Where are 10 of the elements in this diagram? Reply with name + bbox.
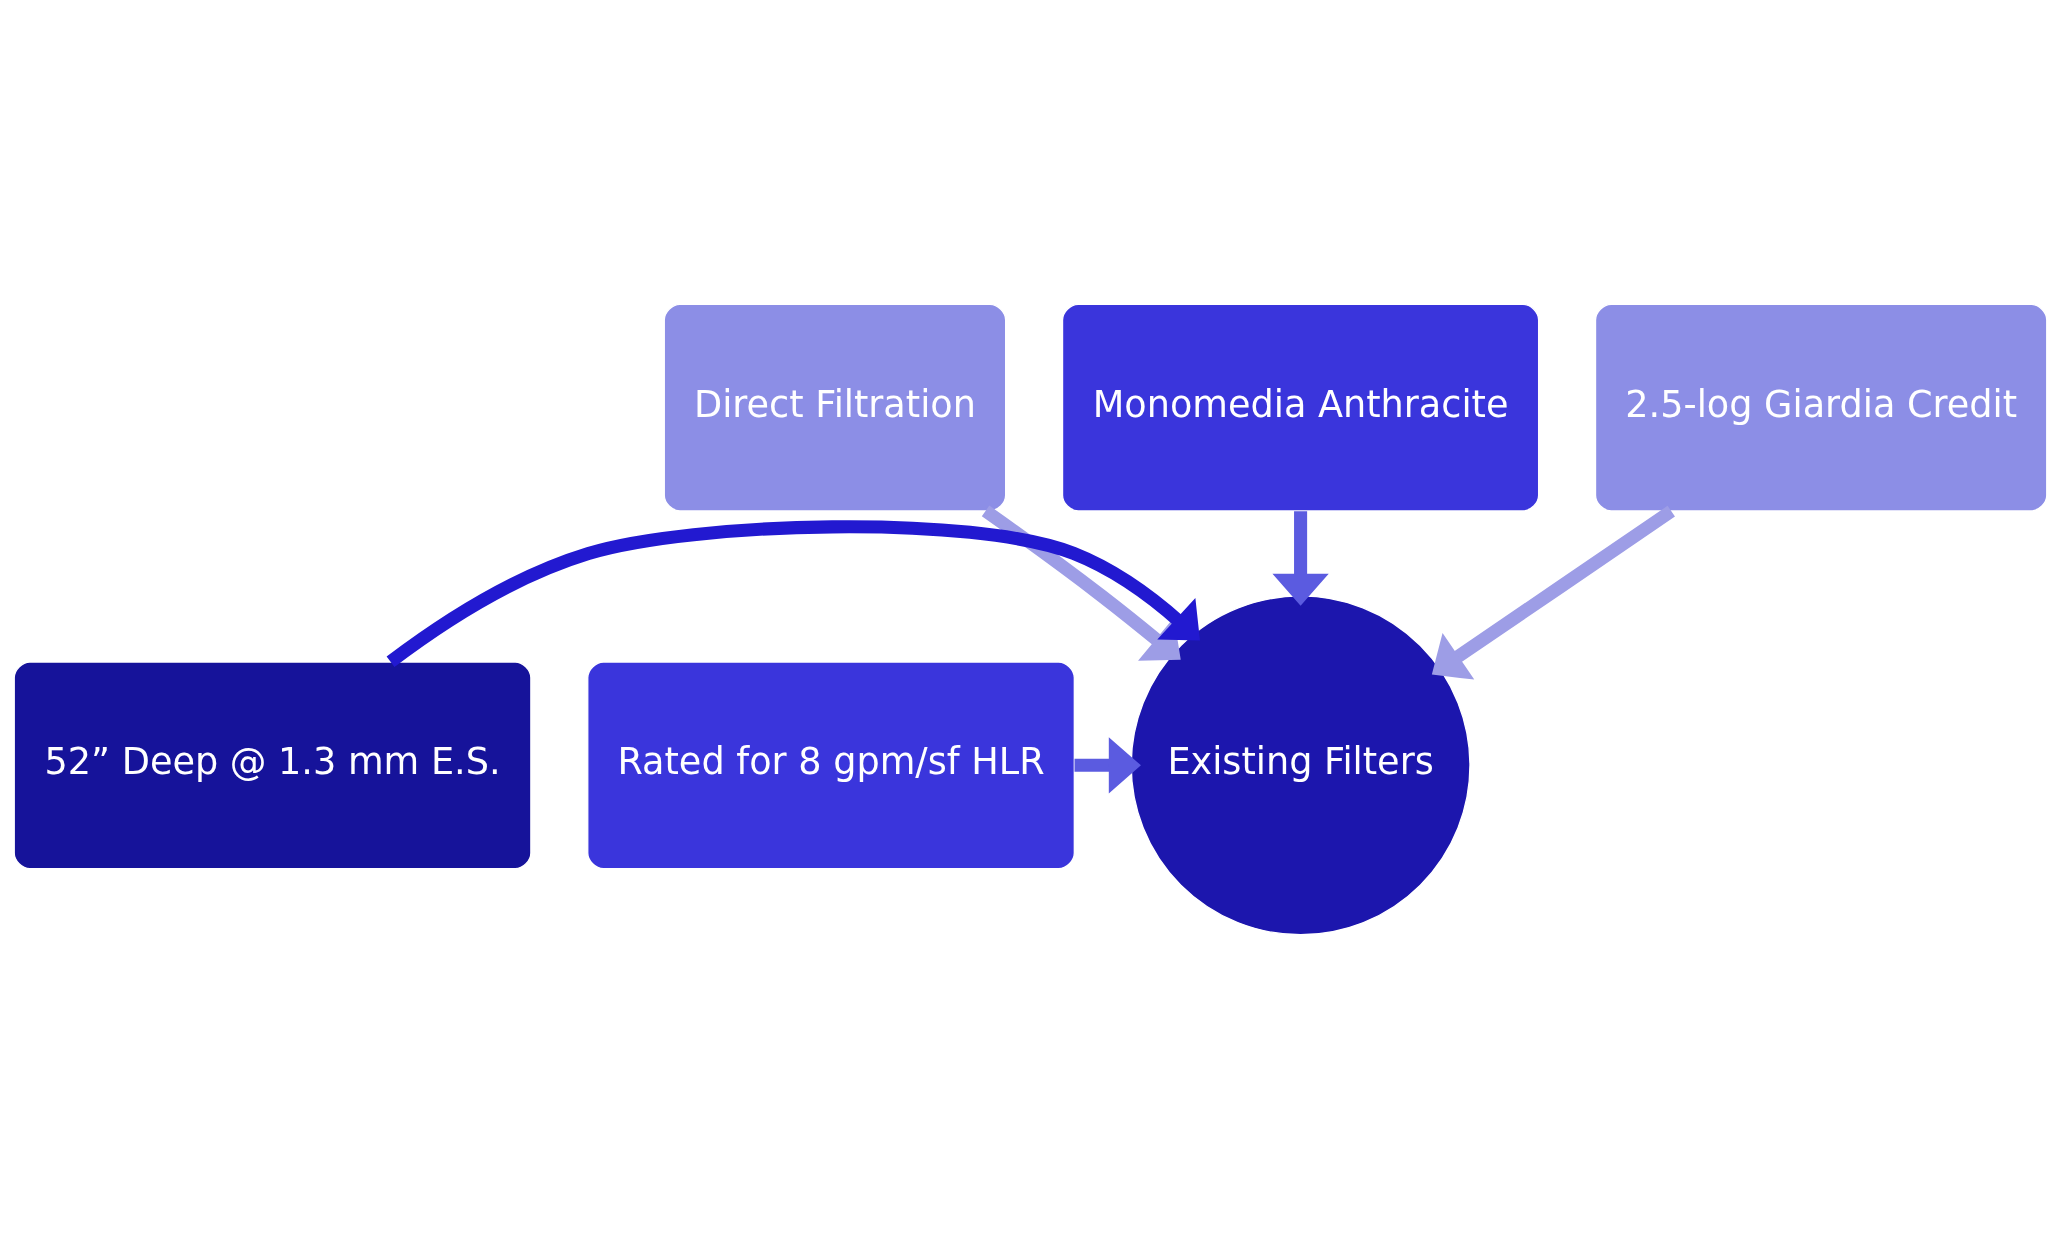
node-box: Monomedia Anthracite [1061,303,1539,512]
node-box: 52” Deep @ 1.3 mm E.S. [13,661,532,870]
arrow [1271,511,1329,606]
arrow [1074,737,1141,794]
arrow [981,505,1181,661]
arrow [1431,505,1675,680]
node-box: Rated for 8 gpm/sf HLR [586,661,1075,870]
node-box: Direct Filtration [663,303,1006,512]
node-box: 2.5-log Giardia Credit [1594,303,2047,512]
arrow [386,520,1200,667]
